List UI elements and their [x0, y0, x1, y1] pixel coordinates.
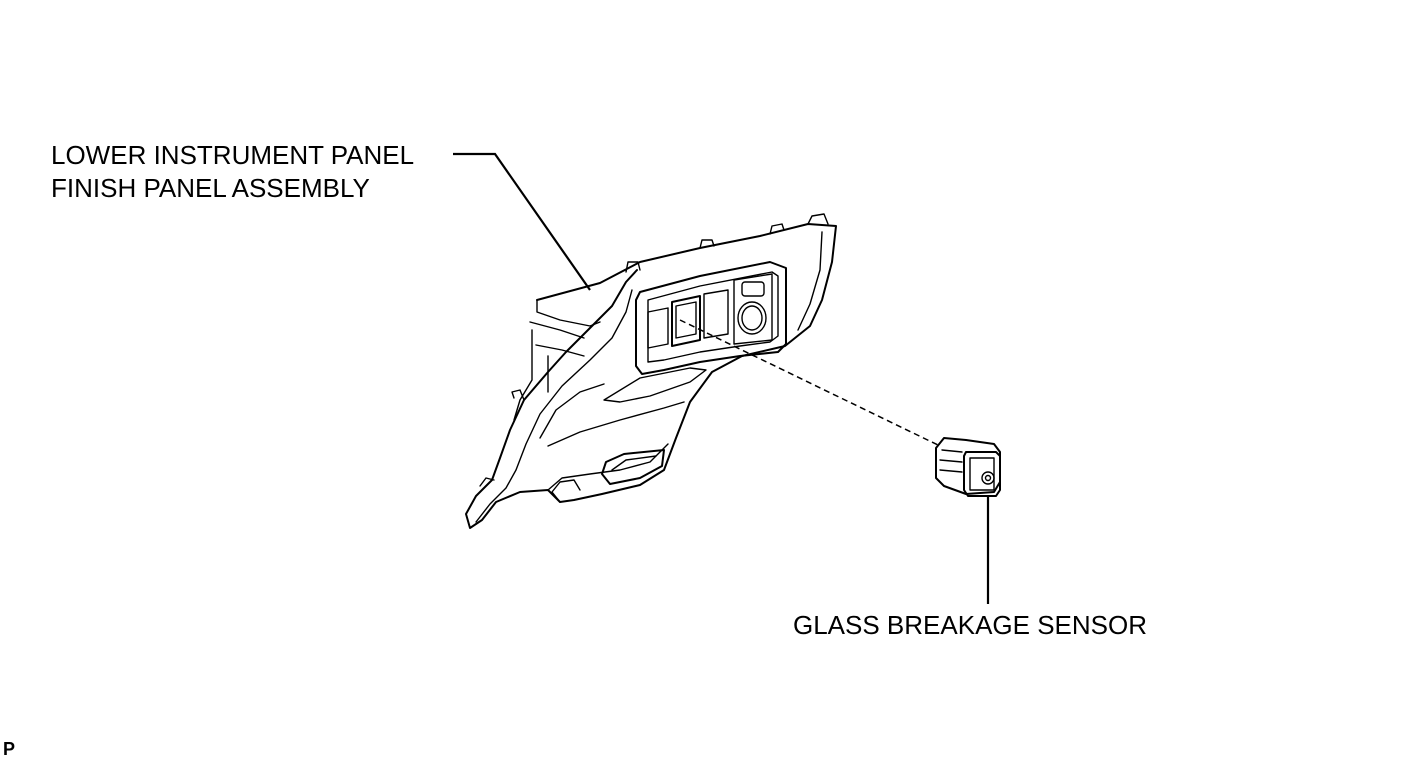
sensor-label: GLASS BREAKAGE SENSOR — [793, 610, 1147, 640]
installation-dashed-line — [679, 319, 941, 447]
finish-panel-illustration — [465, 213, 837, 529]
panel-leader-line — [453, 152, 591, 291]
glass-breakage-sensor-illustration — [935, 437, 1001, 497]
figure-code: P — [3, 739, 15, 759]
panel-label-line1: LOWER INSTRUMENT PANEL — [51, 140, 414, 170]
panel-label-line2: FINISH PANEL ASSEMBLY — [51, 173, 370, 203]
